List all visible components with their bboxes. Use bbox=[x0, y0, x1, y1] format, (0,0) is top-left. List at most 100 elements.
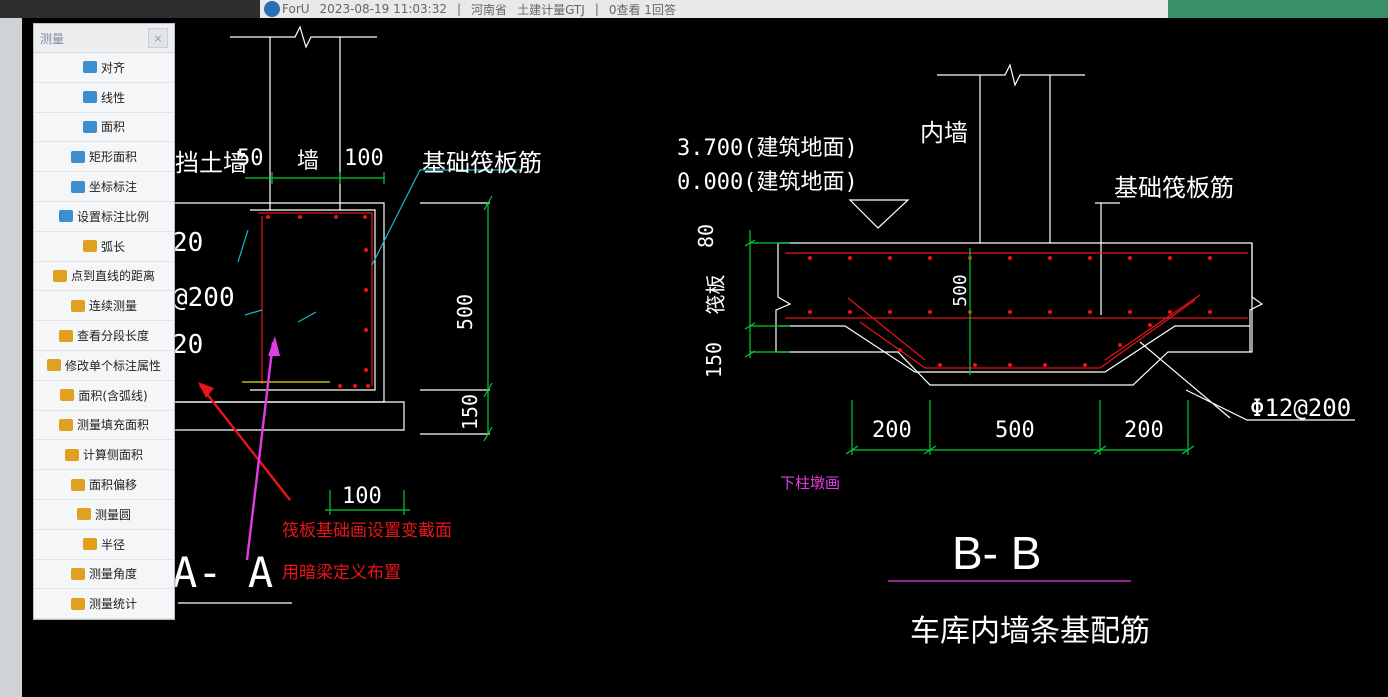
measure-tool-angle[interactable]: 测量角度 bbox=[34, 560, 174, 590]
label-inner-wall: 内墙 bbox=[920, 119, 968, 147]
dim-200-right: 200 bbox=[1124, 418, 1164, 443]
rect-area-icon bbox=[70, 150, 85, 163]
tool-label: 测量统计 bbox=[88, 597, 137, 612]
measure-tool-segment[interactable]: 查看分段长度 bbox=[34, 321, 174, 351]
tool-label: 半径 bbox=[100, 537, 125, 552]
elevation-0000: 0.000(建筑地面) bbox=[677, 170, 858, 195]
measure-tool-linear[interactable]: 线性 bbox=[34, 83, 174, 113]
rebar-spec: Φ12@200 bbox=[1250, 394, 1352, 422]
dim-500-left: 500 bbox=[453, 293, 478, 331]
partial-text-200: @200 bbox=[172, 283, 235, 313]
tool-label: 坐标标注 bbox=[88, 180, 137, 195]
right-side-banner bbox=[1168, 0, 1388, 18]
measure-tool-radius[interactable]: 半径 bbox=[34, 530, 174, 560]
dim-500-vertical: 500 bbox=[949, 274, 971, 307]
label-raft: 筏板 bbox=[703, 274, 728, 315]
tool-label: 测量角度 bbox=[88, 567, 137, 582]
offset-icon bbox=[70, 478, 85, 491]
measure-tool-coord[interactable]: 坐标标注 bbox=[34, 172, 174, 202]
dim-100-top: 100 bbox=[344, 146, 384, 171]
arc-icon bbox=[82, 240, 97, 253]
segment-icon bbox=[58, 329, 73, 342]
close-icon[interactable]: × bbox=[148, 28, 168, 48]
coord-icon bbox=[70, 180, 85, 193]
fill-area-icon bbox=[58, 418, 73, 431]
note-hidden-beam: 用暗梁定义布置 bbox=[282, 563, 401, 583]
post-stats: 0查看 1回答 bbox=[608, 2, 676, 17]
measure-tool-arc[interactable]: 弧长 bbox=[34, 232, 174, 262]
measure-tool-offset[interactable]: 面积偏移 bbox=[34, 470, 174, 500]
radius-icon bbox=[82, 538, 97, 551]
drawing-title: 车库内墙条基配筋 bbox=[910, 614, 1150, 649]
continuous-icon bbox=[70, 299, 85, 312]
tool-label: 点到直线的距离 bbox=[70, 269, 155, 284]
measure-tool-area[interactable]: 面积 bbox=[34, 113, 174, 143]
measure-tool-align[interactable]: 对齐 bbox=[34, 53, 174, 83]
align-icon bbox=[82, 61, 97, 74]
tool-label: 弧长 bbox=[100, 239, 125, 254]
category-tag[interactable]: 土建计量GTJ bbox=[517, 2, 585, 17]
measure-tool-scale[interactable]: 设置标注比例 bbox=[34, 202, 174, 232]
side-area-icon bbox=[64, 448, 79, 461]
panel-header[interactable]: 测量 × bbox=[34, 24, 174, 53]
separator: | bbox=[594, 2, 599, 16]
stats-icon bbox=[70, 597, 85, 610]
measure-tool-edit-dim[interactable]: 修改单个标注属性 bbox=[34, 351, 174, 381]
tool-label: 面积偏移 bbox=[88, 478, 137, 493]
region-tag[interactable]: 河南省 bbox=[471, 2, 508, 17]
dim-150-right: 150 bbox=[702, 341, 727, 379]
tool-label: 对齐 bbox=[100, 60, 125, 75]
scale-icon bbox=[58, 210, 73, 223]
label-retaining-wall: 挡土墙 bbox=[175, 149, 247, 177]
angle-icon bbox=[70, 567, 85, 580]
tool-label: 面积(含弧线) bbox=[78, 388, 148, 403]
measure-tool-side-area[interactable]: 计算侧面积 bbox=[34, 440, 174, 471]
dim-80: 80 bbox=[694, 223, 719, 249]
arc-area-icon bbox=[60, 389, 75, 402]
tool-label: 查看分段长度 bbox=[76, 329, 149, 344]
label-wall: 墙 bbox=[297, 149, 320, 174]
dim-150-left: 150 bbox=[458, 393, 483, 431]
dim-50: 50 bbox=[237, 146, 264, 171]
elevation-3700: 3.700(建筑地面) bbox=[677, 136, 858, 161]
user-name[interactable]: ForU bbox=[282, 2, 310, 16]
dim-200-left: 200 bbox=[872, 418, 912, 443]
measure-panel: 测量 × 对齐线性面积矩形面积坐标标注设置标注比例弧长点到直线的距离连续测量查看… bbox=[33, 23, 175, 621]
tool-label: 设置标注比例 bbox=[76, 209, 149, 224]
tool-label: 线性 bbox=[100, 90, 125, 105]
tool-label: 面积 bbox=[100, 120, 125, 135]
measure-tool-point-line[interactable]: 点到直线的距离 bbox=[34, 262, 174, 292]
panel-title: 测量 bbox=[40, 31, 65, 46]
area-icon bbox=[82, 120, 97, 133]
user-avatar[interactable] bbox=[264, 1, 280, 17]
page-left-margin bbox=[0, 18, 22, 697]
measure-tool-stats[interactable]: 测量统计 bbox=[34, 589, 174, 620]
measure-tool-continuous[interactable]: 连续测量 bbox=[34, 291, 174, 322]
section-label-bb: B- B bbox=[952, 527, 1042, 579]
measure-tool-arc-area[interactable]: 面积(含弧线) bbox=[34, 381, 174, 411]
partial-text-20a: 20 bbox=[172, 228, 204, 258]
point-line-icon bbox=[52, 269, 67, 282]
edit-dim-icon bbox=[46, 359, 61, 372]
label-raft-rebar-left: 基础筏板筋 bbox=[422, 149, 542, 177]
tool-label: 修改单个标注属性 bbox=[64, 358, 161, 373]
tool-label: 测量填充面积 bbox=[76, 418, 149, 433]
tool-label: 连续测量 bbox=[88, 299, 137, 314]
separator: | bbox=[457, 2, 462, 16]
dim-500-bottom: 500 bbox=[995, 418, 1035, 443]
measure-tool-circle[interactable]: 测量圆 bbox=[34, 500, 174, 530]
note-column-pier: 下柱墩画 bbox=[780, 474, 841, 492]
tool-list: 对齐线性面积矩形面积坐标标注设置标注比例弧长点到直线的距离连续测量查看分段长度修… bbox=[34, 53, 174, 620]
cad-linework bbox=[175, 25, 1355, 604]
post-datetime: 2023-08-19 11:03:32 bbox=[319, 2, 447, 16]
label-raft-rebar-right: 基础筏板筋 bbox=[1114, 174, 1234, 202]
note-variable-section: 筏板基础画设置变截面 bbox=[282, 521, 452, 541]
measure-tool-fill-area[interactable]: 测量填充面积 bbox=[34, 411, 174, 441]
measure-tool-rect-area[interactable]: 矩形面积 bbox=[34, 142, 174, 173]
cad-drawing-canvas[interactable]: 挡土墙 50 墙 100 基础筏板筋 20 @200 20 500 150 10… bbox=[22, 18, 1388, 697]
section-label-aa: A- A bbox=[172, 548, 274, 597]
tool-label: 计算侧面积 bbox=[82, 448, 143, 463]
partial-text-20b: 20 bbox=[172, 330, 204, 360]
tool-label: 测量圆 bbox=[94, 507, 131, 522]
post-info-bar: ForU 2023-08-19 11:03:32 | 河南省 土建计量GTJ |… bbox=[260, 0, 1168, 18]
